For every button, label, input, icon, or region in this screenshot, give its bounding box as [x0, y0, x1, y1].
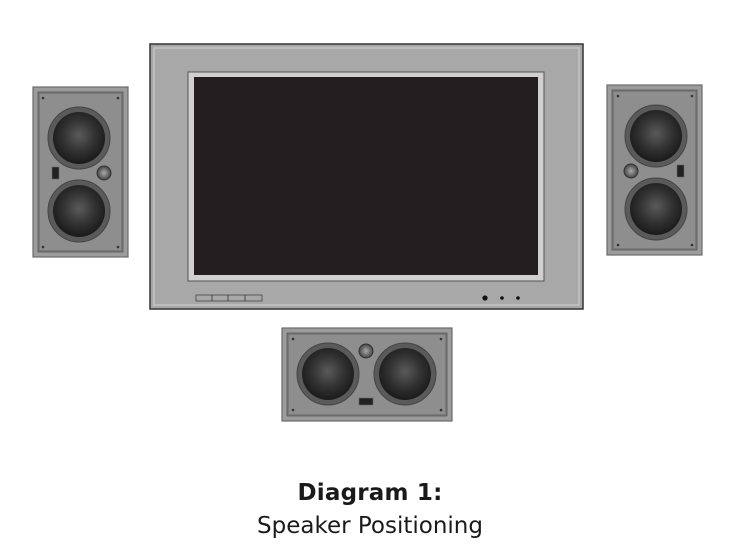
television	[149, 43, 584, 310]
center-speaker	[281, 327, 453, 422]
woofer	[630, 110, 682, 162]
tweeter	[623, 163, 639, 179]
woofer	[53, 112, 105, 164]
diagram-title: Diagram 1:	[297, 480, 443, 506]
right-speaker	[606, 84, 703, 256]
woofer	[379, 348, 431, 400]
switch	[676, 164, 685, 178]
woofer	[630, 183, 682, 235]
left-speaker	[32, 86, 129, 258]
speaker-diagram	[32, 43, 703, 422]
diagram-subtitle: Speaker Positioning	[257, 513, 483, 539]
tv-screen	[194, 77, 538, 275]
tv-control-buttons	[195, 294, 263, 302]
tweeter	[358, 343, 374, 359]
switch	[51, 166, 60, 180]
tweeter	[96, 165, 112, 181]
woofer	[53, 185, 105, 237]
woofer	[302, 348, 354, 400]
tv-indicator-dots	[482, 295, 520, 301]
switch	[358, 397, 374, 406]
